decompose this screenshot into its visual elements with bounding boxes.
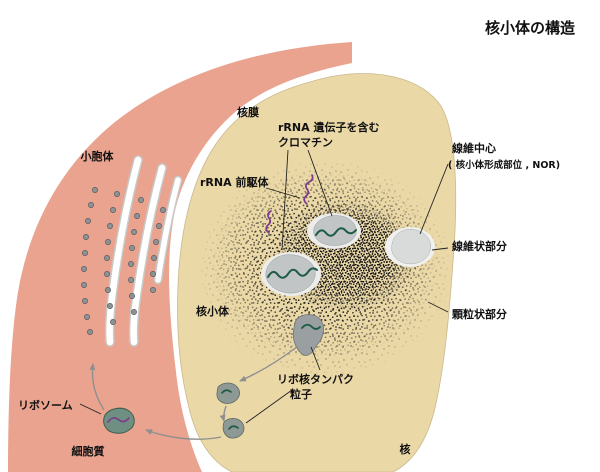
er-ribosome-dot (110, 319, 116, 325)
leader-line (431, 247, 449, 251)
er-ribosome-dot (82, 298, 88, 304)
transport-arrow (219, 405, 227, 422)
rrna-precursor-squiggles (265, 174, 314, 234)
label-chromatin-line2: クロマチン (278, 136, 333, 149)
label-ribosome: リボソーム (18, 398, 73, 412)
label-chromatin-line1: rRNA 遺伝子を含む (278, 120, 379, 134)
er-ribosome-dot (84, 314, 90, 320)
er-ribosome-dot (85, 218, 91, 224)
er-ribosome-dot (107, 303, 113, 309)
fibrillar-center-blob (307, 213, 361, 249)
label-nucleolus: 核小体 (196, 304, 230, 318)
leader-line (265, 187, 301, 199)
ribosome-particle (103, 407, 135, 434)
er-ribosome-dot (82, 250, 88, 256)
fibrillar-center-blob (385, 227, 435, 267)
label-fibrillar-component: 線維状部分 (452, 239, 507, 253)
er-ribosome-dot (128, 261, 134, 267)
label-nuclear-envelope: 核膜 (237, 105, 259, 119)
er-ribosome-dot (92, 187, 98, 193)
leader-line (419, 163, 449, 235)
er-ribosome-dot (81, 266, 87, 272)
er-ribosome-dot (128, 277, 134, 283)
transport-arrow (145, 429, 222, 440)
nucleolus-stipple (197, 158, 453, 378)
label-nucleus: 核 (400, 442, 411, 456)
er-ribosome-dot (114, 191, 120, 197)
er-ribosome-dot (150, 271, 156, 277)
rnp-particle (216, 382, 240, 404)
rnp-particle (292, 314, 324, 356)
label-cytoplasm: 細胞質 (72, 444, 105, 458)
er-ribosome-dot (153, 239, 159, 245)
rnp-particles (216, 314, 324, 439)
leader-line (310, 346, 321, 371)
chromatin-squiggles (267, 227, 357, 279)
rnp-particle (222, 418, 245, 439)
er-ribbon (128, 163, 167, 347)
label-granular-component: 顆粒状部分 (452, 307, 507, 321)
er-ribosome-dot (129, 245, 135, 251)
rrna-precursor-squiggle (265, 210, 272, 234)
er-ribosome-dot (160, 207, 166, 213)
label-rnp-line1: リボ核タンパク (277, 372, 354, 386)
fibrillar-centers (261, 213, 435, 296)
chromatin-squiggle (267, 267, 318, 279)
er-ribosome-dot (150, 287, 156, 293)
page-title: 核小体の構造 (485, 19, 575, 37)
er-ribosome-dot (151, 255, 157, 261)
er-ribosome-dots (81, 187, 166, 335)
fibrillar-center-blob (261, 252, 321, 296)
leader-line (281, 149, 289, 251)
er-ribosome-dot (138, 197, 144, 203)
er-ribosome-dot (104, 255, 110, 261)
er-ribosome-dot (129, 293, 135, 299)
transport-arrow (239, 345, 299, 382)
label-endoplasmic-reticulum: 小胞体 (80, 149, 115, 163)
er-ribosome-dot (105, 239, 111, 245)
leader-lines (79, 149, 449, 424)
label-rnp-line2: 粒子 (290, 387, 312, 401)
er-ribosome-dot (131, 229, 137, 235)
er-ribosome-dot (87, 329, 93, 335)
er-ribosome-dot (88, 202, 94, 208)
leader-line (307, 149, 333, 217)
leader-line (79, 403, 102, 415)
er-ribosome-dot (156, 223, 162, 229)
er-ribosome-dot (81, 282, 87, 288)
endoplasmic-reticulum (104, 155, 183, 347)
label-fibrillar-center-line2: ( 核小体形成部位 , NOR) (448, 159, 560, 171)
leader-line (427, 301, 449, 313)
rrna-precursor-squiggle (303, 174, 314, 205)
er-ribosome-dot (131, 309, 137, 315)
chromatin-squiggle (315, 227, 357, 237)
label-rrna-precursor: rRNA 前駆体 (200, 175, 269, 189)
er-ribosome-dot (83, 234, 89, 240)
er-ribbon (104, 155, 143, 347)
er-ribosome-dot (110, 207, 116, 213)
er-ribosome-dot (134, 213, 140, 219)
er-ribbon (153, 175, 183, 285)
transport-arrows (89, 345, 299, 440)
leader-line (245, 389, 293, 424)
label-fibrillar-center-line1: 線維中心 (452, 141, 496, 155)
transport-arrow (89, 363, 105, 411)
er-ribosome-dot (104, 271, 110, 277)
er-ribosome-dot (105, 287, 111, 293)
er-ribosome-dot (107, 223, 113, 229)
